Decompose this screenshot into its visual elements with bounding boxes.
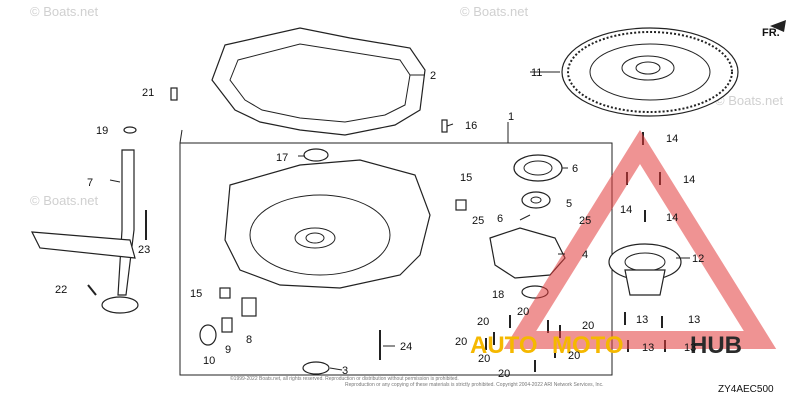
callout-2: 2 [430, 70, 436, 82]
callout-4: 4 [582, 249, 588, 261]
callout-14b: 14 [683, 174, 695, 186]
drive-plate [608, 243, 682, 296]
case-assembly-box [179, 142, 613, 376]
callout-25a: 25 [472, 215, 484, 227]
callout-6: 6 [572, 163, 578, 175]
dowel-pin-21 [170, 87, 178, 101]
leader-lines [109, 71, 690, 371]
warning-triangle [503, 129, 777, 349]
callout-19: 19 [96, 125, 108, 137]
callout-14c: 14 [620, 204, 632, 216]
callout-20f: 20 [568, 350, 580, 362]
callout-20b: 20 [477, 316, 489, 328]
gasket [211, 27, 426, 136]
callout-13b: 13 [688, 314, 700, 326]
o-ring-19 [123, 126, 137, 134]
direction-arrow [770, 20, 786, 32]
callout-23: 23 [138, 244, 150, 256]
callout-21: 21 [142, 87, 154, 99]
callout-20d: 20 [455, 336, 467, 348]
watermark-right: © Boats.net [715, 93, 784, 108]
callout-20a: 20 [517, 306, 529, 318]
callout-13a: 13 [636, 314, 648, 326]
plug-8 [241, 297, 257, 317]
dowel-pin-16 [441, 119, 448, 133]
pump-rotor-inner [521, 191, 551, 209]
callout-15a: 15 [460, 172, 472, 184]
case-cover [224, 159, 431, 289]
callout-9: 9 [225, 344, 231, 356]
footer-line-1: ©1999-2022 Boats.net, all rights reserve… [230, 375, 459, 382]
callout-14a: 14 [666, 133, 678, 145]
brand-part2: MOTO [552, 332, 624, 359]
oil-seal-3 [302, 361, 330, 375]
plug-10 [199, 324, 217, 346]
dowel-pin-15 [455, 199, 467, 211]
callout-18: 18 [492, 289, 504, 301]
callout-20c: 20 [582, 320, 594, 332]
callout-5: 5 [566, 198, 572, 210]
footer-line-2: Reproduction or any copying of these mat… [345, 382, 603, 388]
oil-filler-tube [117, 149, 135, 296]
callout-6b: 6 [497, 213, 503, 225]
watermark-top-center: © Boats.net [460, 4, 529, 19]
callout-17: 17 [276, 152, 288, 164]
brand-part3: HUB [690, 332, 742, 359]
callout-8: 8 [246, 334, 252, 346]
callout-13c: 13 [642, 342, 654, 354]
callout-25b: 25 [579, 215, 591, 227]
callout-11: 11 [531, 67, 542, 79]
callout-12: 12 [692, 253, 704, 265]
brand-logo: AUTO MOTO HUB [470, 129, 777, 359]
callout-13d: 13 [684, 342, 696, 354]
callout-10: 10 [203, 355, 215, 367]
oil-seal-17 [303, 148, 329, 162]
direction-label: FR. [762, 27, 780, 39]
callout-14d: 14 [666, 212, 678, 224]
flywheel [561, 27, 739, 117]
callout-16: 16 [465, 120, 477, 132]
dowel-15-left [219, 287, 231, 299]
filler-cap [101, 296, 139, 314]
callout-7: 7 [87, 177, 93, 189]
callout-22: 22 [55, 284, 67, 296]
pump-rotor-outer [513, 154, 563, 182]
diagram-code: ZY4AEC500 [718, 384, 774, 395]
bolt-22 [87, 284, 97, 296]
callout-20g: 20 [498, 368, 510, 380]
watermark-left: © Boats.net [30, 193, 99, 208]
callout-20e: 20 [478, 353, 490, 365]
callout-24: 24 [400, 341, 412, 353]
spring-9 [221, 317, 233, 333]
callout-3: 3 [342, 365, 348, 377]
callout-15b: 15 [190, 288, 202, 300]
watermark-top-left: © Boats.net [30, 4, 99, 19]
brand-part1: AUTO [470, 332, 538, 359]
tube-stay [30, 231, 136, 259]
callout-1: 1 [508, 111, 514, 123]
